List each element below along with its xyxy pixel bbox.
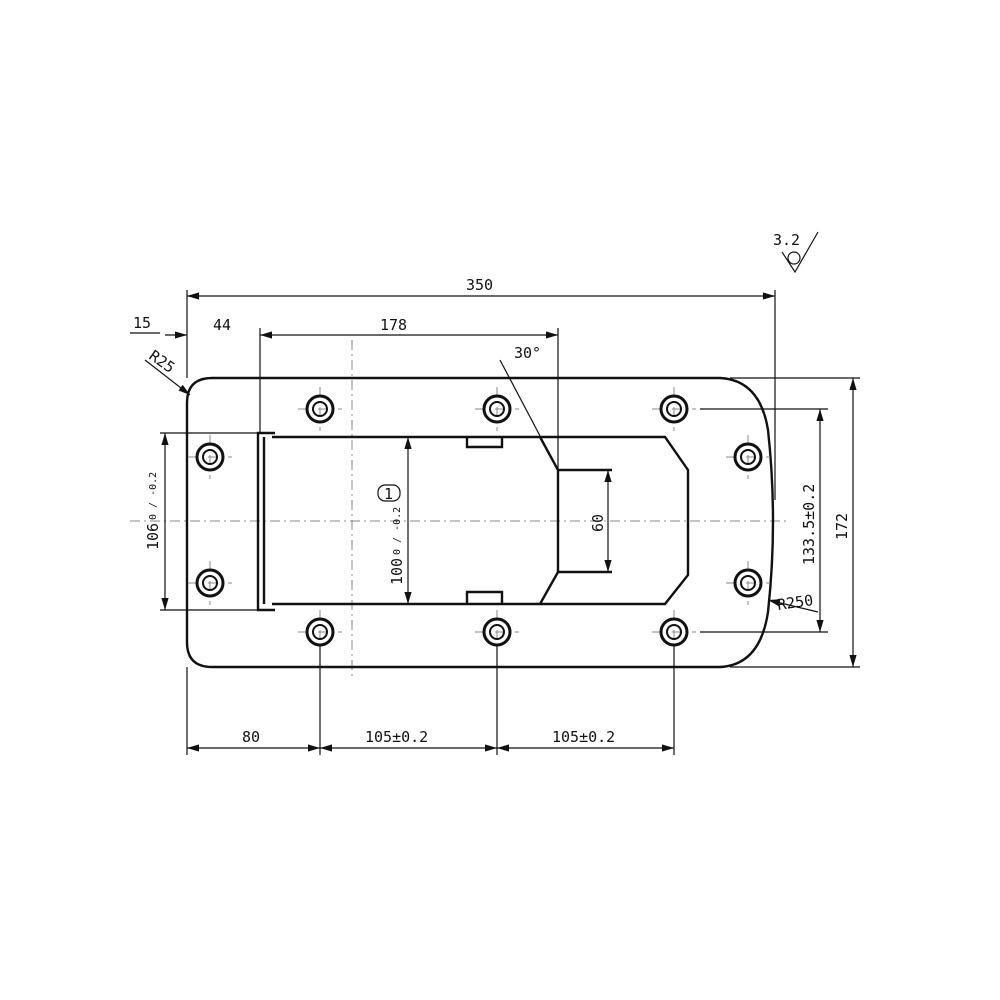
centerlines bbox=[130, 340, 790, 680]
dim-172: 172 bbox=[833, 513, 851, 540]
dim-100: 100 0 / -0.2 bbox=[388, 507, 406, 585]
dim-105-b: 105±0.2 bbox=[552, 728, 615, 746]
dim-60: 60 bbox=[589, 514, 607, 532]
surface-finish-value: 3.2 bbox=[773, 231, 800, 249]
mounting-hole bbox=[726, 435, 770, 479]
dim-178: 178 bbox=[380, 316, 407, 334]
mounting-hole bbox=[188, 561, 232, 605]
svg-text:1: 1 bbox=[384, 485, 393, 503]
svg-text:106: 106 bbox=[144, 523, 162, 550]
opening-outline bbox=[272, 435, 690, 606]
mounting-hole bbox=[652, 387, 696, 431]
svg-text:0 / -0.2: 0 / -0.2 bbox=[392, 507, 403, 555]
svg-text:0 / -0.2: 0 / -0.2 bbox=[148, 472, 159, 520]
tab-bottom bbox=[465, 590, 504, 604]
mounting-hole bbox=[298, 610, 342, 654]
dim-133-5: 133.5±0.2 bbox=[800, 484, 818, 565]
dim-80: 80 bbox=[242, 728, 260, 746]
mounting-hole bbox=[475, 387, 519, 431]
dim-105-a: 105±0.2 bbox=[365, 728, 428, 746]
flange-bracket bbox=[256, 431, 275, 612]
mounting-hole bbox=[188, 435, 232, 479]
dim-44: 44 bbox=[213, 316, 231, 334]
dim-106: 106 0 / -0.2 bbox=[144, 472, 162, 550]
surface-finish-symbol: 3.2 bbox=[773, 231, 819, 274]
dim-30deg: 30° bbox=[514, 344, 541, 362]
dim-15: 15 bbox=[133, 314, 151, 332]
dim-350: 350 bbox=[466, 276, 493, 294]
dim-r25: R25 bbox=[146, 347, 179, 377]
mounting-hole bbox=[298, 387, 342, 431]
dimension-lines bbox=[130, 290, 860, 755]
part-balloon: 1 bbox=[377, 484, 401, 503]
svg-text:100: 100 bbox=[388, 558, 406, 585]
plate-outline bbox=[185, 376, 775, 669]
tab-top bbox=[465, 437, 504, 449]
mounting-hole bbox=[726, 561, 770, 605]
dim-r250: R250 bbox=[776, 591, 814, 614]
